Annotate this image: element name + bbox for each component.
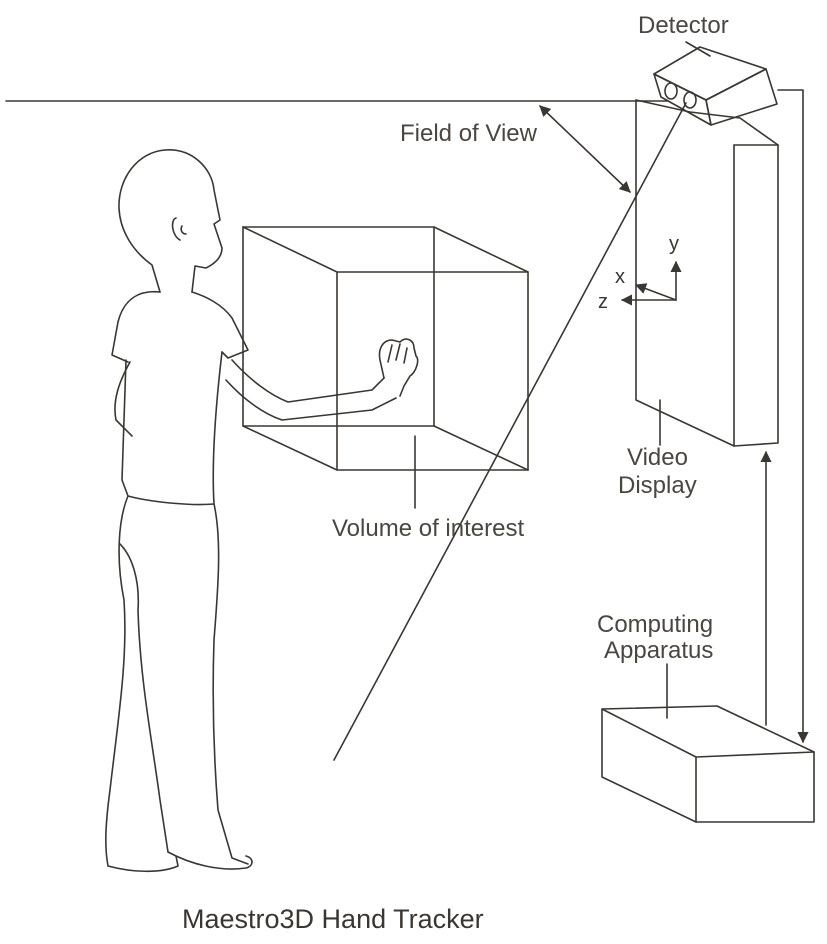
diagram-title: Maestro3D Hand Tracker	[182, 904, 484, 934]
detector-lens-right	[683, 91, 697, 109]
detector	[653, 46, 778, 126]
detector-lens-left	[664, 82, 678, 100]
video-display-label-line1: Video	[627, 444, 688, 471]
axis-z-label: z	[598, 291, 608, 313]
computing-apparatus	[601, 705, 815, 823]
volume-of-interest-label: Volume of interest	[332, 515, 524, 542]
computing-apparatus-label-line2: Apparatus	[604, 637, 713, 664]
coordinate-axes	[620, 260, 682, 306]
detector-leader-line	[685, 41, 711, 57]
computing-apparatus-label-line1: Computing	[597, 611, 713, 638]
video-display	[635, 99, 779, 447]
detector-cable	[777, 89, 809, 744]
field-of-view-label: Field of View	[400, 120, 538, 147]
detector-label: Detector	[638, 12, 729, 39]
person-figure	[105, 149, 419, 873]
axis-y-label: y	[669, 233, 679, 255]
field-of-view-arrow	[539, 105, 631, 193]
video-display-label-line2: Display	[618, 472, 697, 499]
field-of-view-lines	[5, 100, 687, 761]
volume-of-interest-cube	[242, 226, 529, 471]
axis-x-label: x	[615, 266, 625, 288]
